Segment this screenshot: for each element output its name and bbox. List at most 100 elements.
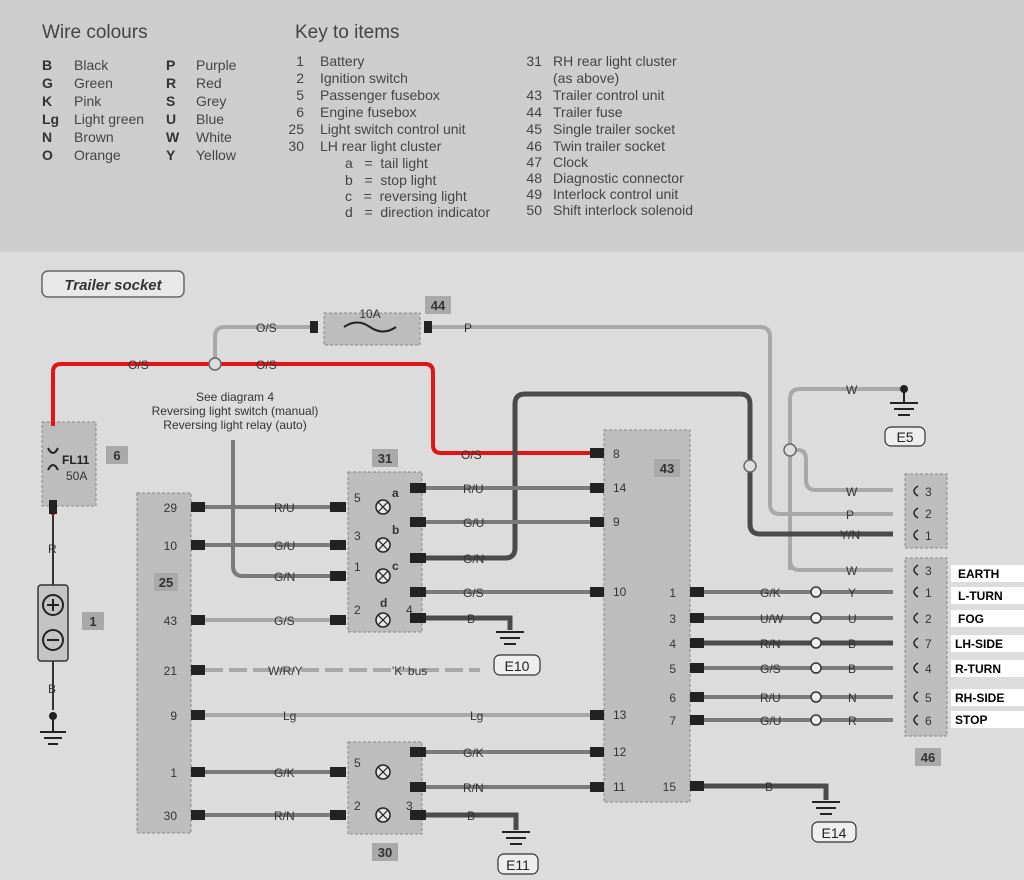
- wire-label-u: U: [848, 612, 857, 626]
- p-wire: [432, 325, 893, 516]
- fuse-fl11-rating: 50A: [66, 469, 87, 483]
- fuse-44-rating: 10A: [359, 307, 380, 321]
- bulb-label-b: b: [392, 523, 399, 537]
- connector: [49, 500, 57, 514]
- socket-45-box: [904, 473, 948, 549]
- connectors-31-30: [330, 483, 426, 820]
- svg-text:30: 30: [164, 809, 178, 823]
- key-text: RH rear light cluster: [553, 53, 677, 69]
- legend-name: Black: [74, 57, 109, 73]
- svg-text:4: 4: [925, 662, 932, 676]
- annotation-earth: EARTH: [958, 567, 999, 581]
- wire-label-b: B: [467, 612, 475, 626]
- legend-code: R: [166, 75, 177, 91]
- legend-name: Blue: [196, 111, 225, 127]
- wire-label-ru: R/U: [463, 482, 484, 496]
- svg-text:2: 2: [925, 612, 932, 626]
- key-num: 50: [526, 202, 542, 218]
- tag-25: 25: [159, 575, 173, 590]
- svg-text:3: 3: [669, 612, 676, 626]
- junction: [783, 443, 797, 457]
- ground-node: [49, 712, 57, 720]
- svg-text:7: 7: [669, 714, 676, 728]
- legend-code: W: [166, 129, 180, 145]
- svg-text:14: 14: [613, 481, 627, 495]
- wire-colours-title: Wire colours: [42, 22, 148, 43]
- svg-text:1: 1: [925, 529, 932, 543]
- svg-text:7: 7: [925, 637, 932, 651]
- key-num: 31: [526, 53, 542, 69]
- legend-name: Green: [74, 75, 113, 91]
- key-num: 43: [526, 87, 542, 103]
- svg-text:43: 43: [164, 614, 178, 628]
- svg-text:3: 3: [406, 799, 413, 813]
- key-text: Engine fusebox: [320, 104, 417, 120]
- wire-label-rn: R/N: [463, 781, 484, 795]
- annotation-r-turn: R-TURN: [955, 662, 1001, 676]
- key-num: 1: [296, 53, 304, 69]
- ground-e10: E10: [505, 658, 530, 674]
- tag-46: 46: [921, 750, 935, 765]
- key-num: 48: [526, 170, 542, 186]
- key-num: 49: [526, 186, 542, 202]
- bulb-label-c: c: [392, 559, 399, 573]
- svg-text:1: 1: [669, 586, 676, 600]
- ground-icon: [40, 718, 66, 745]
- annotation-fog: FOG: [958, 612, 984, 626]
- svg-text:15: 15: [663, 780, 677, 794]
- ground-e14-badge: [811, 821, 857, 843]
- legend-code: P: [166, 57, 176, 73]
- tag-bg: [372, 449, 398, 467]
- svg-text:1: 1: [170, 766, 177, 780]
- legend-name: Grey: [196, 93, 227, 109]
- tag-6: 6: [113, 448, 120, 463]
- bulb-label-a: a: [392, 486, 399, 500]
- wire-label-wry: W/R/Y: [268, 664, 303, 678]
- key-num: 25: [288, 121, 304, 137]
- legend-code: S: [166, 93, 176, 109]
- key-text: Diagnostic connector: [553, 170, 684, 186]
- os-feed-wire-red: [51, 362, 598, 455]
- junction: [208, 357, 222, 371]
- kbus-label: 'K' bus: [392, 664, 427, 678]
- bulb-label-d: d: [380, 596, 387, 610]
- wire-label-ru: R/U: [760, 691, 781, 705]
- ground-e5: E5: [896, 429, 913, 445]
- wire-label-b: B: [48, 682, 56, 696]
- ground-e14: E14: [822, 825, 847, 841]
- wire-label-gn: G/N: [463, 552, 484, 566]
- ground-icon: [890, 391, 918, 416]
- annotation-l-turn: L-TURN: [958, 589, 1003, 603]
- key-num: 45: [526, 121, 542, 137]
- key-num: 30: [288, 138, 304, 154]
- svg-text:4: 4: [406, 603, 413, 617]
- legend-code: K: [42, 93, 53, 109]
- annotation-lh-side: LH-SIDE: [955, 637, 1003, 651]
- ground-e5-badge: [884, 426, 926, 447]
- wire-label-b: B: [848, 662, 856, 676]
- ground-icon: [496, 631, 524, 645]
- tag-44: 44: [431, 298, 446, 313]
- ground-e11-badge: [497, 853, 539, 875]
- svg-text:12: 12: [613, 745, 627, 759]
- svg-text:5: 5: [669, 662, 676, 676]
- svg-text:11: 11: [613, 780, 626, 794]
- junction: [743, 459, 757, 473]
- fuse-fl11-icon: [47, 447, 59, 471]
- key-text: Shift interlock solenoid: [553, 202, 694, 218]
- in-line-connectors: [810, 586, 822, 726]
- header-panel: Wire colours Key to items B Black G Gree…: [0, 0, 1024, 252]
- svg-text:5: 5: [354, 491, 361, 505]
- diagram-title-badge: [41, 270, 185, 298]
- battery-positive-icon: [42, 594, 64, 616]
- wire-label-gs: G/S: [274, 614, 295, 628]
- key-text: Trailer control unit: [553, 87, 665, 103]
- wire-label-w: W: [846, 383, 858, 397]
- annotation-rh-side: RH-SIDE: [955, 691, 1004, 705]
- wire-label-gk: G/K: [274, 766, 295, 780]
- b-wire-31: [425, 615, 513, 630]
- wire-label-os: O/S: [461, 448, 482, 462]
- legend-name: Brown: [74, 129, 114, 145]
- key-text: Battery: [320, 53, 365, 69]
- key-num: 5: [296, 87, 304, 103]
